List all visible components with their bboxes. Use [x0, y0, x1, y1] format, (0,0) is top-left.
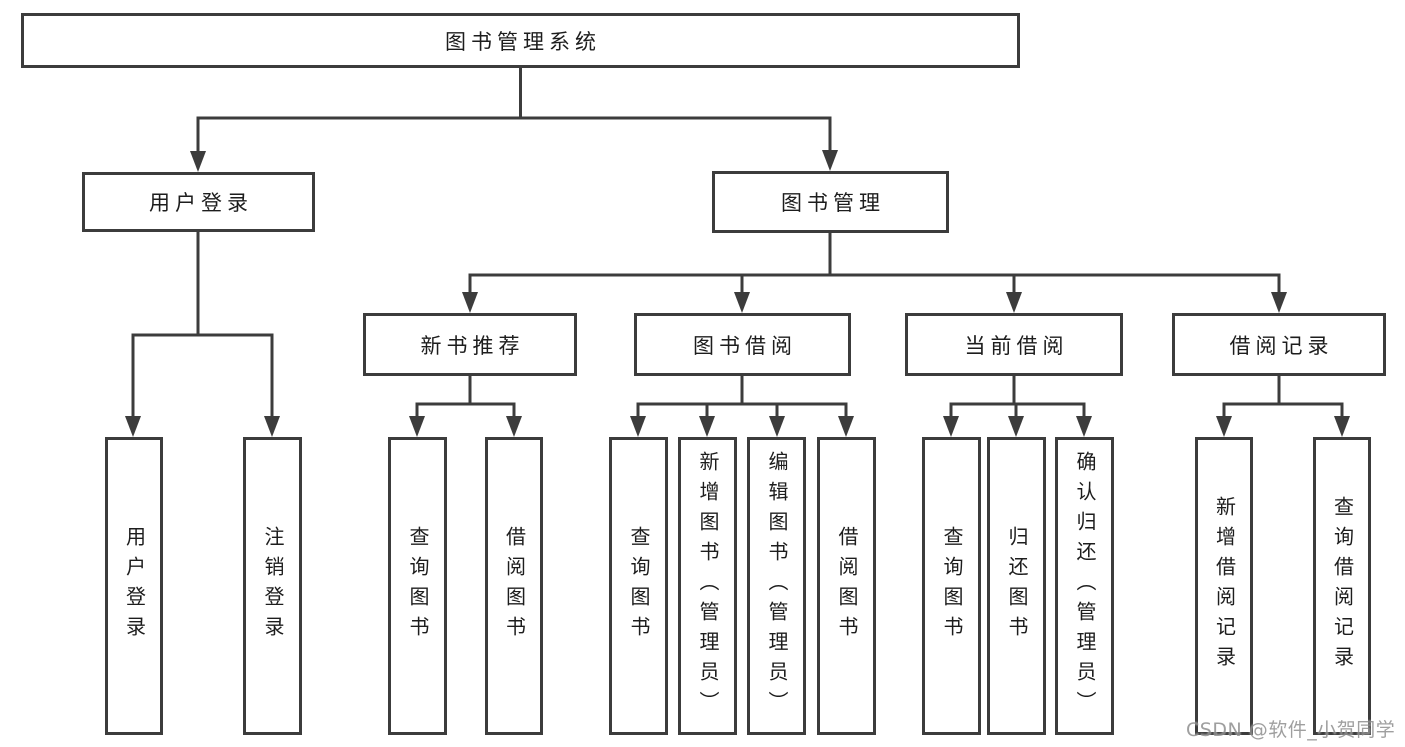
node-book-management: 图书管理 [712, 171, 949, 233]
node-label: 查询图书 [940, 526, 964, 646]
node-label: 图书管理系统 [445, 29, 601, 54]
connector-user-login-children [125, 232, 280, 437]
node-label: 新增借阅记录 [1212, 496, 1237, 676]
node-label: 编辑图书（管理员） [765, 451, 789, 721]
connector-book-borrowing-children [630, 376, 854, 437]
node-book-borrowing: 图书借阅 [634, 313, 851, 376]
leaf-return-books: 归还图书 [987, 437, 1046, 735]
leaf-query-books-recommendation: 查询图书 [388, 437, 447, 735]
node-library-management-system: 图书管理系统 [21, 13, 1020, 68]
node-label: 查询图书 [406, 526, 430, 646]
node-current-borrowing: 当前借阅 [905, 313, 1123, 376]
leaf-query-books-borrowing: 查询图书 [609, 437, 668, 735]
node-label: 确认归还（管理员） [1073, 451, 1097, 721]
node-label: 查询图书 [627, 526, 651, 646]
leaf-query-borrowing-record: 查询借阅记录 [1313, 437, 1371, 735]
leaf-confirm-return-admin: 确认归还（管理员） [1055, 437, 1114, 735]
connector-book-management-children [462, 233, 1287, 313]
node-label: 图书管理 [781, 191, 885, 215]
node-label: 归还图书 [1005, 526, 1029, 646]
node-label: 注销登录 [261, 526, 285, 646]
connector-borrowing-records-children [1216, 376, 1350, 437]
leaf-query-books-current: 查询图书 [922, 437, 981, 735]
connector-current-borrowing-children [943, 376, 1092, 437]
node-new-book-recommendation: 新书推荐 [363, 313, 577, 376]
csdn-watermark: CSDN @软件_小贺同学 [1186, 719, 1396, 741]
leaf-logout-login: 注销登录 [243, 437, 302, 735]
leaf-borrow-books-recommendation: 借阅图书 [485, 437, 543, 735]
node-label: 图书借阅 [693, 333, 797, 358]
leaf-add-borrowing-record: 新增借阅记录 [1195, 437, 1253, 735]
connector-root-to-level2 [190, 68, 838, 172]
node-label: 用户登录 [149, 191, 253, 215]
node-label: 借阅图书 [502, 526, 527, 646]
node-label: 查询借阅记录 [1330, 496, 1355, 676]
leaf-user-login: 用户登录 [105, 437, 163, 735]
leaf-borrow-books-borrowing: 借阅图书 [817, 437, 876, 735]
node-label: 当前借阅 [964, 333, 1069, 358]
node-user-login: 用户登录 [82, 172, 315, 232]
node-label: 用户登录 [122, 526, 147, 646]
leaf-edit-books-admin: 编辑图书（管理员） [747, 437, 806, 735]
node-label: 借阅图书 [835, 526, 859, 646]
node-label: 借阅记录 [1229, 333, 1334, 358]
node-label: 新增图书（管理员） [696, 451, 720, 721]
leaf-add-books-admin: 新增图书（管理员） [678, 437, 737, 735]
node-borrowing-records: 借阅记录 [1172, 313, 1386, 376]
node-label: 新书推荐 [420, 333, 525, 358]
connector-new-book-recommendation-children [409, 376, 522, 437]
